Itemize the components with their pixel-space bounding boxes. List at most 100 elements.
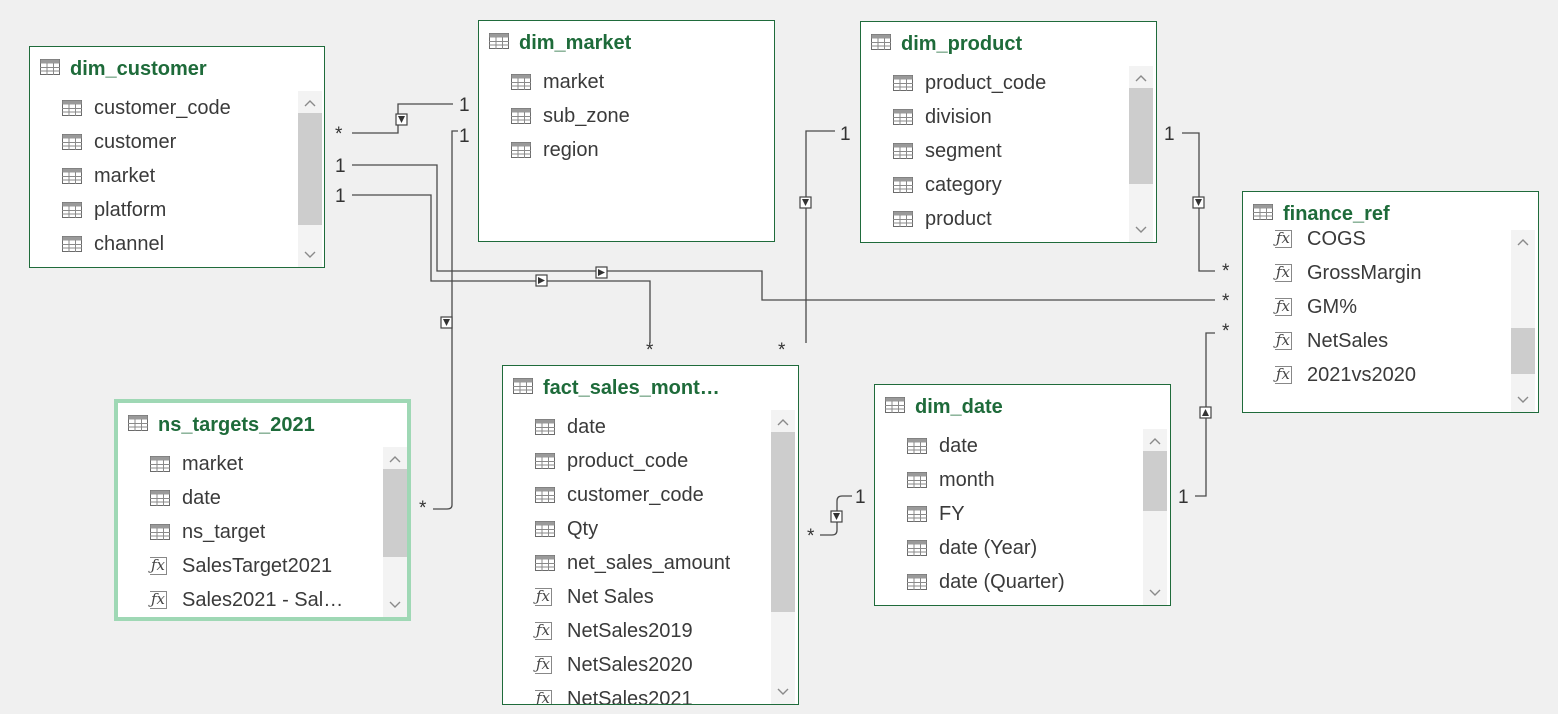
scrollbar-thumb[interactable] bbox=[383, 469, 407, 557]
table-header[interactable]: dim_product bbox=[861, 22, 1156, 66]
field-name: date (Year) bbox=[939, 536, 1038, 559]
table-header[interactable]: fact_sales_mont… bbox=[503, 366, 798, 410]
filter-arrow-icon bbox=[595, 266, 608, 279]
scrollbar-thumb[interactable] bbox=[1143, 451, 1167, 511]
chevron-up-icon[interactable] bbox=[298, 91, 322, 115]
field-row[interactable]: product_code bbox=[503, 444, 771, 478]
field-row[interactable]: date (Year) bbox=[875, 531, 1143, 565]
vertical-scrollbar[interactable] bbox=[1129, 66, 1153, 242]
field-row[interactable]: date (Quarter) bbox=[875, 565, 1143, 599]
table-header[interactable]: dim_customer bbox=[30, 47, 324, 91]
chevron-down-icon[interactable] bbox=[1129, 218, 1153, 242]
vertical-scrollbar[interactable] bbox=[1511, 230, 1535, 412]
field-name: ns_target bbox=[182, 520, 266, 543]
field-name: NetSales2019 bbox=[567, 619, 693, 642]
field-name: date bbox=[567, 415, 606, 438]
field-row[interactable]: date bbox=[503, 410, 771, 444]
rel-product-fact[interactable] bbox=[805, 130, 835, 343]
field-row[interactable]: sub_zone bbox=[479, 99, 774, 133]
field-row[interactable]: date bbox=[875, 429, 1143, 463]
filter-arrow-icon bbox=[440, 316, 453, 329]
field-row[interactable]: Qty bbox=[503, 512, 771, 546]
field-name: NetSales2021 bbox=[567, 687, 693, 705]
field-row[interactable]: market bbox=[118, 447, 383, 481]
rel-product-finance[interactable] bbox=[1182, 132, 1215, 272]
filter-arrow-icon bbox=[1199, 406, 1212, 419]
table-header[interactable]: dim_market bbox=[479, 21, 774, 65]
field-row[interactable]: division bbox=[861, 100, 1129, 134]
chevron-down-icon[interactable] bbox=[298, 243, 322, 267]
column-icon bbox=[511, 108, 533, 124]
field-row[interactable]: customer_code bbox=[30, 91, 298, 125]
table-title: dim_product bbox=[901, 32, 1023, 55]
field-name: category bbox=[925, 173, 1002, 196]
scrollbar-thumb[interactable] bbox=[298, 113, 322, 225]
field-name: net_sales_amount bbox=[567, 551, 731, 574]
field-row[interactable]: region bbox=[479, 133, 774, 167]
field-row[interactable]: ns_target bbox=[118, 515, 383, 549]
rel-customer-market[interactable] bbox=[352, 103, 453, 134]
field-row[interactable]: market bbox=[30, 159, 298, 193]
table-header[interactable]: dim_date bbox=[875, 385, 1170, 429]
field-row[interactable]: channel bbox=[30, 227, 298, 261]
chevron-down-icon[interactable] bbox=[1143, 581, 1167, 605]
field-row[interactable]: category bbox=[861, 168, 1129, 202]
vertical-scrollbar[interactable] bbox=[771, 410, 795, 704]
table-title: fact_sales_mont… bbox=[543, 376, 720, 399]
chevron-up-icon[interactable] bbox=[1511, 230, 1535, 254]
scrollbar-thumb[interactable] bbox=[1129, 88, 1153, 184]
chevron-up-icon[interactable] bbox=[771, 410, 795, 434]
rel-market-targets[interactable] bbox=[433, 130, 458, 510]
chevron-down-icon[interactable] bbox=[1511, 388, 1535, 412]
field-row[interactable]: product_code bbox=[861, 66, 1129, 100]
scrollbar-thumb[interactable] bbox=[1511, 328, 1535, 374]
chevron-down-icon[interactable] bbox=[383, 593, 407, 617]
field-row[interactable]: platform bbox=[30, 193, 298, 227]
vertical-scrollbar[interactable] bbox=[383, 447, 407, 617]
rel-date-fact[interactable] bbox=[820, 495, 852, 536]
field-row[interactable]: FY bbox=[875, 497, 1143, 531]
chevron-down-icon[interactable] bbox=[771, 680, 795, 704]
field-name: product bbox=[925, 207, 992, 230]
chevron-up-icon[interactable] bbox=[1129, 66, 1153, 90]
field-row[interactable]: market bbox=[479, 65, 774, 99]
field-row[interactable]: customer_code bbox=[503, 478, 771, 512]
field-name: GrossMargin bbox=[1307, 261, 1422, 284]
chevron-up-icon[interactable] bbox=[383, 447, 407, 471]
field-row[interactable]: net_sales_amount bbox=[503, 546, 771, 580]
vertical-scrollbar[interactable] bbox=[298, 91, 322, 267]
rel-card-many: * bbox=[778, 340, 786, 361]
table-header[interactable]: ns_targets_2021 bbox=[118, 403, 407, 447]
rel-date-finance[interactable] bbox=[1195, 332, 1215, 497]
scrollbar-thumb[interactable] bbox=[771, 432, 795, 612]
field-row[interactable]: segment bbox=[861, 134, 1129, 168]
fx-measure-icon: ƒx bbox=[535, 587, 553, 606]
field-row[interactable]: product bbox=[861, 202, 1129, 236]
field-row[interactable]: month bbox=[875, 463, 1143, 497]
chevron-up-icon[interactable] bbox=[1143, 429, 1167, 453]
rel-card-one: 1 bbox=[459, 95, 470, 116]
field-row[interactable]: date bbox=[118, 481, 383, 515]
field-row[interactable]: customer bbox=[30, 125, 298, 159]
vertical-scrollbar[interactable] bbox=[1143, 429, 1167, 605]
table-header[interactable]: finance_ref bbox=[1243, 192, 1538, 236]
